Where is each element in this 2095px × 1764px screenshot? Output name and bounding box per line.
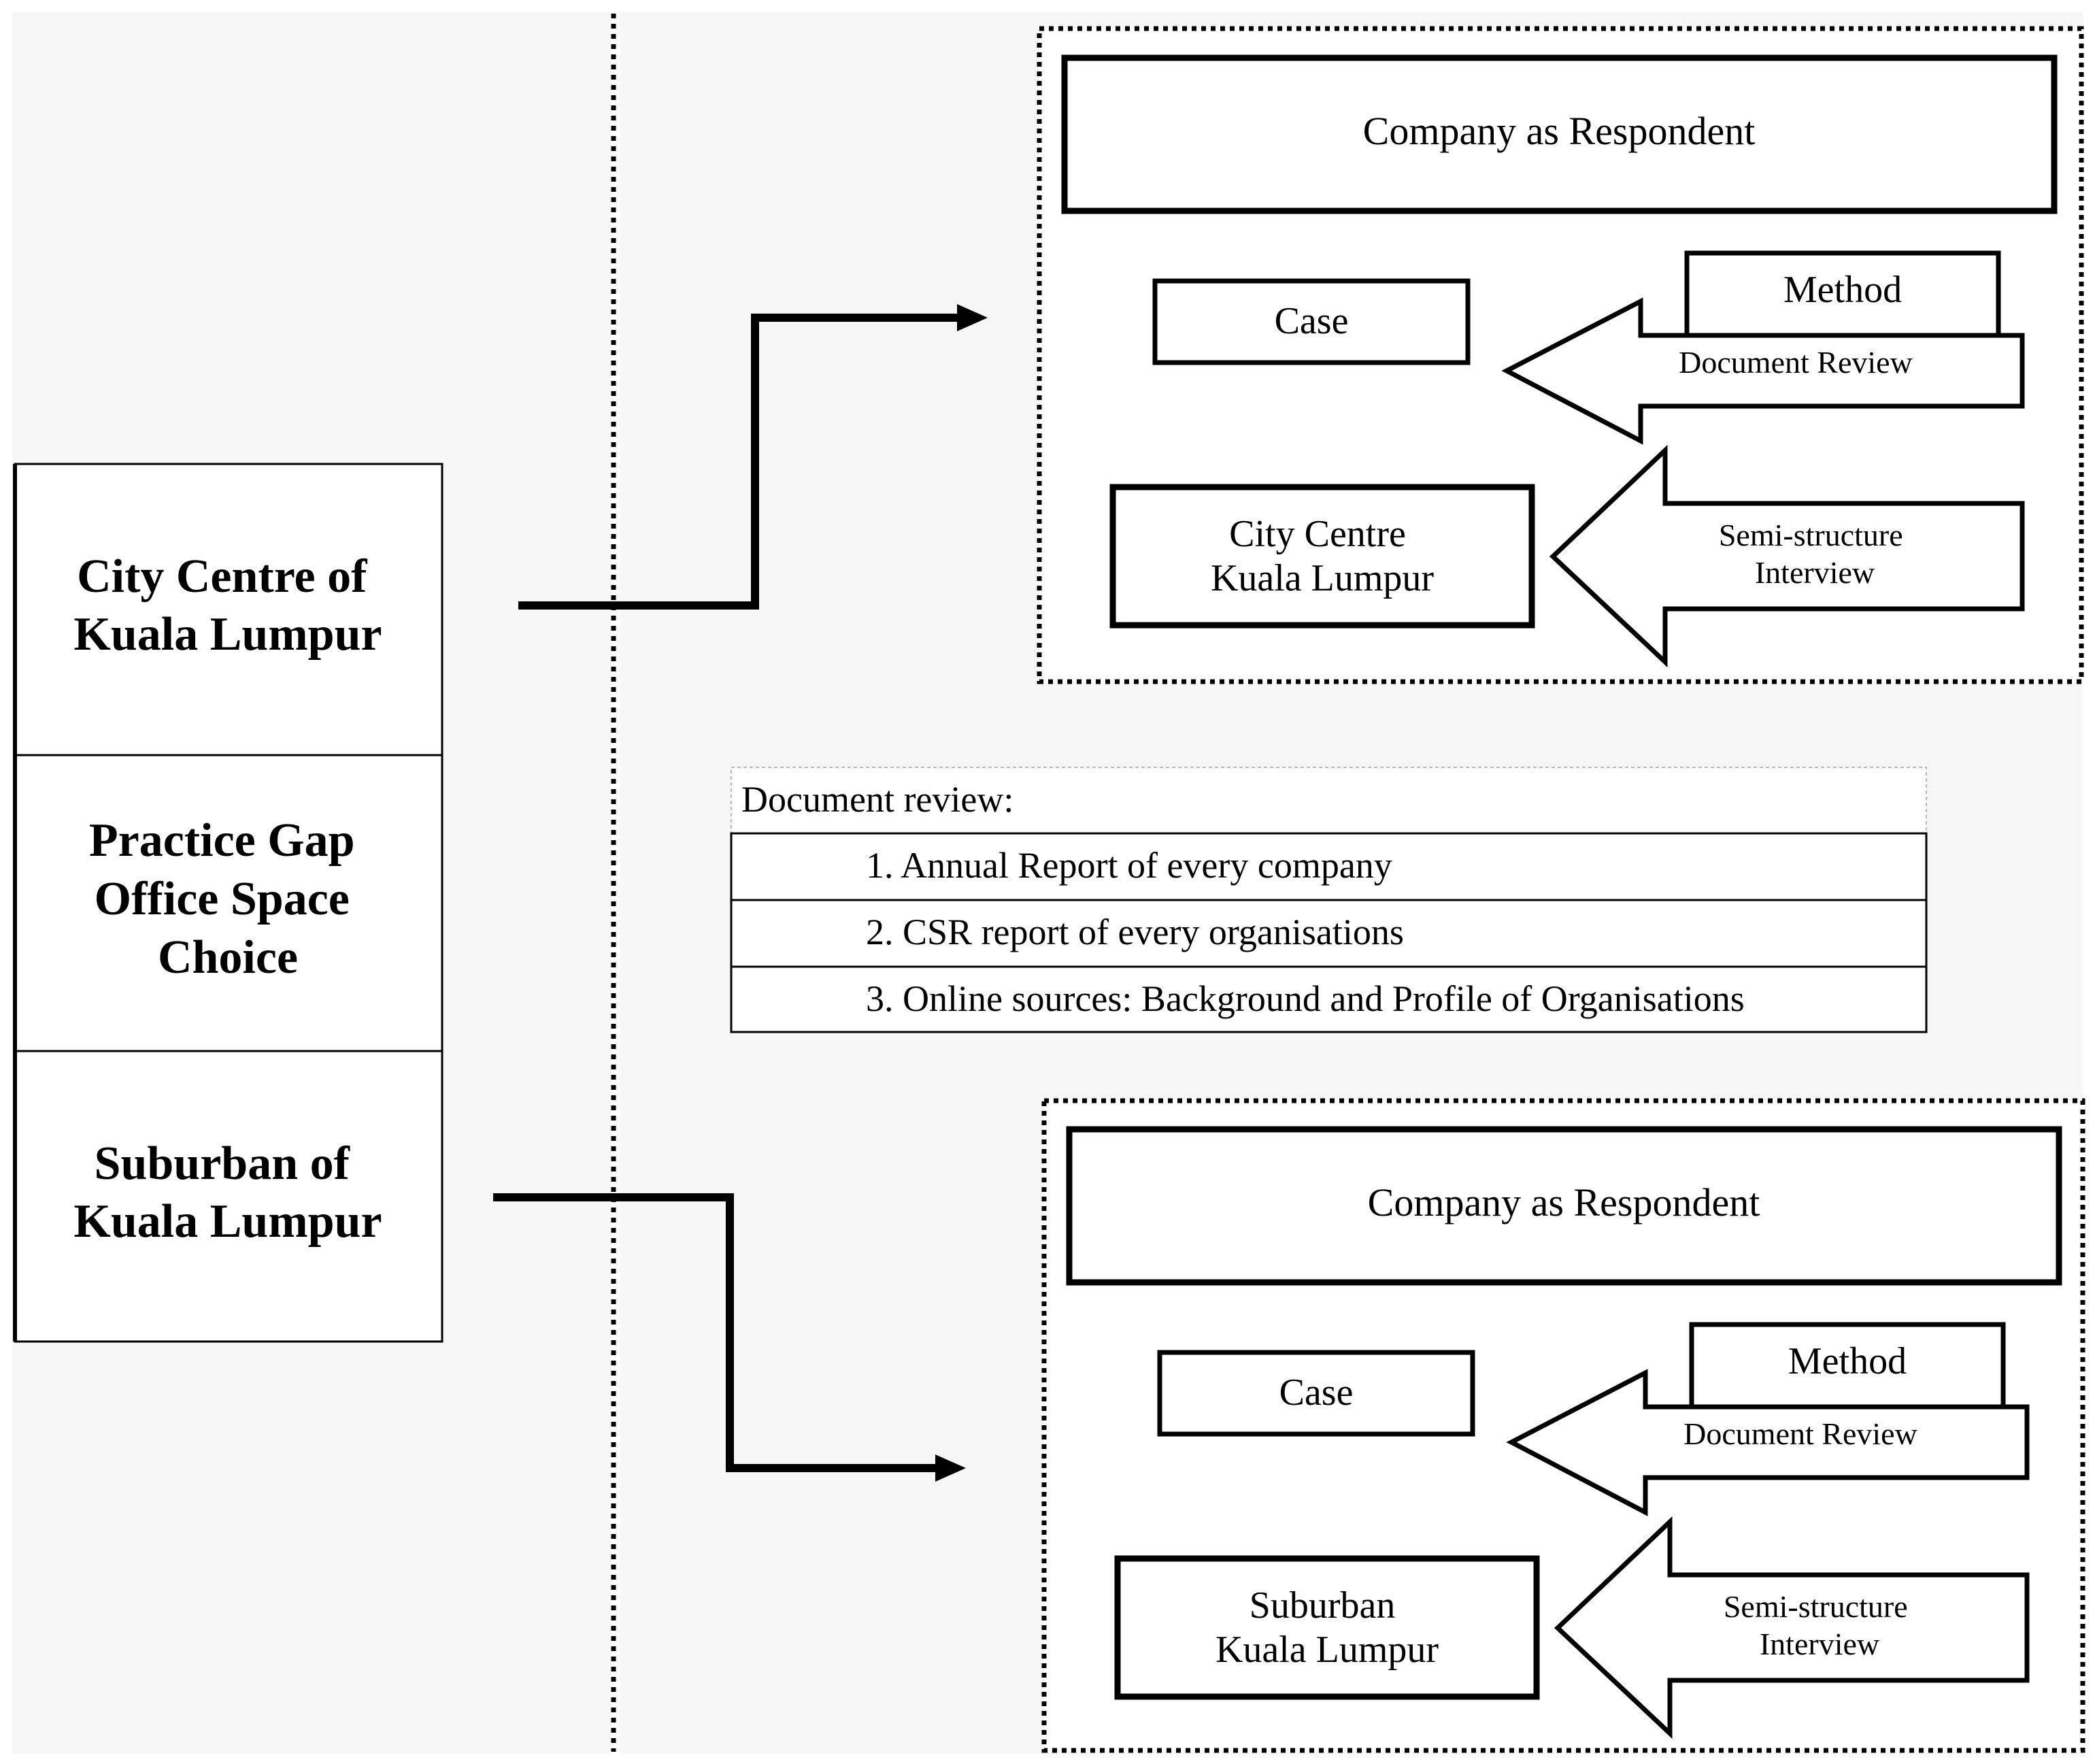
document-review-item-2: 2. CSR report of every organisations [866,912,1404,952]
top-city-centre-line-1: City Centre [1229,513,1406,555]
top-interview-label: Semi-structure Interview [1719,518,1911,590]
bottom-suburban-line-1: Suburban [1250,1584,1396,1627]
document-review-heading: Document review: [741,779,1013,820]
bottom-respondent-label: Company as Respondent [1368,1180,1760,1225]
top-case-box [1152,278,1471,365]
top-interview-line-1: Semi-structure [1719,518,1903,552]
bottom-doc-review-arrow [1506,1369,2030,1516]
document-review-row-1 [730,832,1928,901]
top-respondent-box [1061,54,2058,214]
top-doc-review-arrow [1501,297,2025,445]
practice-gap-line-1: Practice Gap [89,814,355,867]
document-review-row-3 [730,965,1928,1033]
bottom-suburban-box [1114,1555,1540,1700]
top-city-centre-box [1109,484,1535,629]
connector-top-arrowhead [957,304,988,331]
bottom-method-label: Method [1788,1340,1907,1382]
top-city-centre-label: City Centre Kuala Lumpur [1211,513,1434,599]
document-review-item-3: 3. Online sources: Background and Profil… [866,978,1745,1019]
document-review-header-box [731,767,1927,834]
top-interview-line-2: Interview [1755,555,1875,590]
connector-bottom [493,1193,966,1482]
suburban-line-2: Kuala Lumpur [73,1195,382,1248]
practice-gap-label: Practice Gap Office Space Choice [89,814,367,984]
suburban-label: Suburban of Kuala Lumpur [73,1137,382,1248]
top-interview-arrow [1549,444,2025,668]
document-review-item-1: 1. Annual Report of every company [866,845,1392,886]
practice-gap-line-2: Office Space [95,873,350,925]
document-review-table: Document review: 1. Annual Report of eve… [730,767,1928,1033]
connector-top [518,304,988,610]
connector-bottom-arrowhead [935,1454,966,1482]
suburban-box [14,1050,443,1343]
bottom-interview-label: Semi-structure Interview [1724,1589,1915,1661]
bottom-respondent-box [1066,1126,2062,1286]
top-method-label: Method [1783,269,1902,311]
city-centre-line-2: Kuala Lumpur [73,608,382,661]
city-centre-box [14,463,443,756]
bottom-case-label: Case [1279,1371,1354,1414]
left-column: City Centre of Kuala Lumpur Practice Gap… [13,463,443,1343]
bottom-interview-line-2: Interview [1760,1627,1880,1661]
practice-gap-line-3: Choice [158,931,298,984]
top-doc-review-label: Document Review [1679,345,1913,380]
bottom-suburban-line-2: Kuala Lumpur [1216,1629,1439,1671]
bottom-suburban-label: Suburban Kuala Lumpur [1216,1584,1439,1671]
bottom-doc-review-label: Document Review [1683,1416,1917,1451]
top-case-label: Case [1275,300,1349,342]
suburban-line-1: Suburban of [95,1137,350,1190]
city-centre-label: City Centre of Kuala Lumpur [73,550,382,661]
bottom-interview-arrow [1554,1516,2030,1740]
bottom-interview-line-1: Semi-structure [1724,1589,1908,1624]
bottom-panel: Company as Respondent Case Method Docume… [1041,1098,2085,1753]
top-method-box [1684,250,2001,346]
top-city-centre-line-2: Kuala Lumpur [1211,557,1434,599]
city-centre-line-1: City Centre of [77,550,367,603]
top-respondent-label: Company as Respondent [1363,109,1756,153]
bottom-case-box [1157,1350,1475,1437]
top-panel: Company as Respondent Case Method Docume… [1037,26,2084,684]
practice-gap-box [14,754,443,1052]
bottom-method-box [1689,1322,2006,1417]
document-review-row-2 [730,899,1928,968]
